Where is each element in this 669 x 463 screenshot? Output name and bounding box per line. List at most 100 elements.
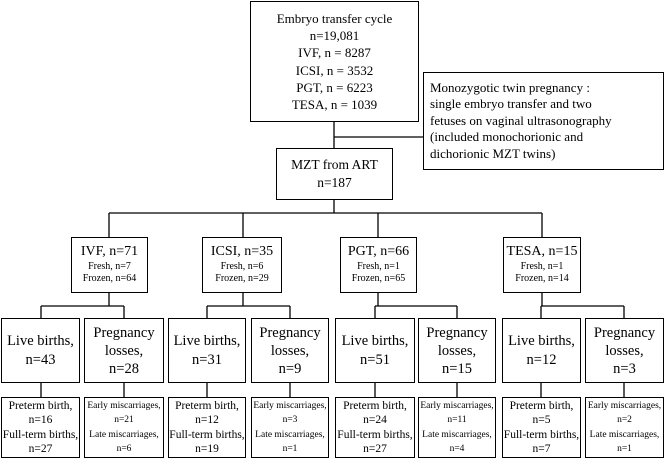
fullterm-count: n=27 (28, 442, 53, 455)
pregnancy-losses-label: Pregnancy (93, 324, 155, 341)
loss-details-box-tesa: Early miscarriages, n=2 Late miscarriage… (585, 397, 664, 458)
late-miscarriage-count: n=1 (617, 444, 632, 454)
pregnancy-losses-label: Pregnancy (259, 324, 321, 341)
fullterm-count: n=19 (195, 442, 219, 455)
loss-details-box-ivf: Early miscarriages, n=21 Late miscarriag… (84, 397, 164, 458)
group-header: PGT, n=66 (347, 244, 410, 260)
monozygotic-definition-box: Monozygotic twin pregnancy : single embr… (423, 72, 664, 170)
group-fresh: Fresh, n=1 (520, 260, 564, 272)
embryo-transfer-icsi: ICSI, n = 3532 (295, 62, 374, 78)
birth-details-box-tesa: Preterm birth, n=5 Full-term births, n=7 (502, 397, 581, 458)
group-frozen: Frozen, n=14 (515, 273, 569, 285)
live-births-label: Live births, (173, 332, 241, 349)
group-frozen: Frozen, n=29 (215, 273, 269, 285)
fullterm-label: Full-term births, (2, 428, 79, 441)
group-box-tesa: TESA, n=15 Fresh, n=1 Frozen, n=14 (503, 237, 581, 293)
preterm-label: Preterm birth, (175, 400, 239, 413)
preterm-label: Preterm birth, (509, 400, 574, 413)
embryo-transfer-ivf: IVF, n = 8287 (298, 45, 371, 61)
live-births-box-tesa: Live births, n=12 (502, 318, 581, 383)
pregnancy-losses-count: n=15 (442, 360, 472, 377)
live-births-box-icsi: Live births, n=31 (168, 318, 246, 383)
late-miscarriage-count: n=4 (449, 444, 465, 454)
pregnancy-losses-label: losses, (437, 342, 477, 359)
late-miscarriage-count: n=1 (282, 444, 298, 454)
fullterm-count: n=7 (532, 442, 551, 455)
pregnancy-losses-label: Pregnancy (426, 324, 488, 341)
late-miscarriage-count: n=6 (116, 444, 132, 454)
fullterm-label: Full-term births, (169, 428, 245, 441)
preterm-label: Preterm birth, (343, 400, 407, 413)
live-births-count: n=12 (526, 351, 557, 368)
live-births-label: Live births, (508, 332, 575, 349)
fullterm-label: Full-term births, (337, 428, 413, 441)
pregnancy-losses-label: losses, (605, 342, 644, 359)
live-births-count: n=51 (360, 351, 390, 368)
early-miscarriage-label: Early miscarriages, (587, 400, 662, 411)
live-births-count: n=31 (192, 351, 222, 368)
group-frozen: Frozen, n=64 (82, 273, 137, 285)
pregnancy-losses-label: losses, (270, 342, 310, 359)
definition-line: fetuses on vaginal ultrasonography (430, 112, 612, 128)
preterm-count: n=24 (363, 414, 387, 427)
embryo-transfer-box: Embryo transfer cycle n=19,081 IVF, n = … (250, 1, 419, 122)
embryo-transfer-pgt: PGT, n = 6223 (296, 79, 373, 95)
embryo-transfer-total: n=19,081 (309, 27, 360, 43)
embryo-transfer-title: Embryo transfer cycle (276, 10, 393, 26)
group-header: TESA, n=15 (506, 244, 578, 260)
late-miscarriage-label: Late miscarriages, (255, 429, 325, 440)
live-births-box-pgt: Live births, n=51 (335, 318, 415, 383)
mzt-title: MZT from ART (291, 157, 378, 172)
early-miscarriage-label: Early miscarriages, (253, 400, 327, 411)
mzt-total: n=187 (317, 175, 352, 190)
early-miscarriage-label: Early miscarriages, (420, 400, 494, 411)
pregnancy-losses-box-icsi: Pregnancy losses, n=9 (251, 318, 329, 383)
pregnancy-losses-label: losses, (104, 342, 144, 359)
birth-details-box-icsi: Preterm birth, n=12 Full-term births, n=… (168, 397, 246, 458)
group-box-pgt: PGT, n=66 Fresh, n=1 Frozen, n=65 (340, 237, 417, 293)
group-header: ICSI, n=35 (210, 244, 274, 260)
pregnancy-losses-box-pgt: Pregnancy losses, n=15 (418, 318, 496, 383)
early-miscarriage-count: n=3 (282, 415, 298, 425)
live-births-label: Live births, (341, 332, 409, 349)
early-miscarriage-label: Early miscarriages, (87, 400, 161, 411)
embryo-transfer-tesa: TESA, n = 1039 (291, 97, 378, 113)
pregnancy-losses-count: n=28 (109, 360, 139, 377)
late-miscarriage-label: Late miscarriages, (422, 429, 492, 440)
live-births-box-ivf: Live births, n=43 (1, 318, 80, 383)
loss-details-box-pgt: Early miscarriages, n=11 Late miscarriag… (418, 397, 496, 458)
birth-details-box-pgt: Preterm birth, n=24 Full-term births, n=… (335, 397, 415, 458)
live-births-count: n=43 (25, 351, 56, 368)
pregnancy-losses-label: Pregnancy (593, 324, 656, 341)
birth-details-box-ivf: Preterm birth, n=16 Full-term births, n=… (1, 397, 80, 458)
pregnancy-losses-count: n=3 (613, 360, 636, 377)
late-miscarriage-label: Late miscarriages, (589, 429, 660, 440)
early-miscarriage-count: n=11 (447, 415, 467, 425)
group-fresh: Fresh, n=1 (357, 260, 400, 272)
group-box-icsi: ICSI, n=35 Fresh, n=6 Frozen, n=29 (202, 237, 282, 293)
preterm-label: Preterm birth, (8, 400, 73, 413)
mzt-from-art-box: MZT from ART n=187 (276, 148, 393, 200)
preterm-count: n=16 (28, 414, 53, 427)
pregnancy-losses-box-ivf: Pregnancy losses, n=28 (84, 318, 164, 383)
loss-details-box-icsi: Early miscarriages, n=3 Late miscarriage… (251, 397, 329, 458)
group-fresh: Fresh, n=7 (88, 260, 131, 272)
group-fresh: Fresh, n=6 (220, 260, 264, 272)
fullterm-count: n=27 (363, 442, 387, 455)
preterm-count: n=5 (532, 414, 551, 427)
group-frozen: Frozen, n=65 (351, 273, 406, 285)
pregnancy-losses-box-tesa: Pregnancy losses, n=3 (585, 318, 664, 383)
early-miscarriage-count: n=2 (617, 415, 632, 425)
group-header: IVF, n=71 (80, 244, 139, 260)
early-miscarriage-count: n=21 (114, 415, 134, 425)
definition-line: single embryo transfer and two (430, 96, 592, 112)
fullterm-label: Full-term births, (503, 428, 580, 441)
live-births-label: Live births, (7, 332, 74, 349)
preterm-count: n=12 (195, 414, 219, 427)
group-box-ivf: IVF, n=71 Fresh, n=7 Frozen, n=64 (71, 237, 148, 293)
pregnancy-losses-count: n=9 (278, 360, 302, 377)
definition-line: (included monochorionic and (430, 129, 584, 145)
definition-line: Monozygotic twin pregnancy : (430, 79, 590, 95)
late-miscarriage-label: Late miscarriages, (89, 429, 159, 440)
definition-line: dichorionic MZT twins) (430, 145, 556, 161)
